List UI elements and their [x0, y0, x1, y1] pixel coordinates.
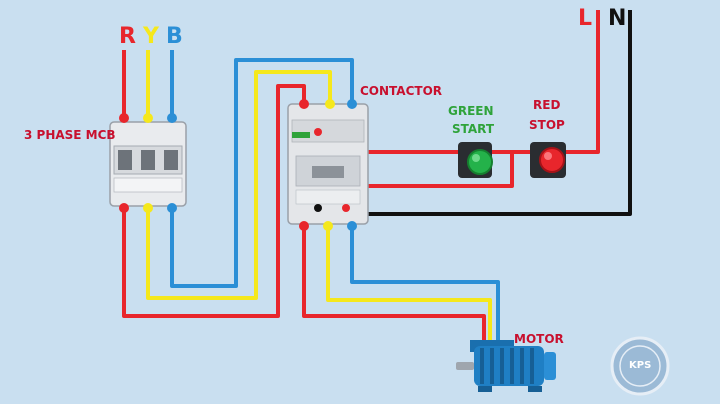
three-pole-breaker-icon: [109, 121, 187, 207]
watermark-text: KPS: [629, 360, 652, 371]
start-label-line1: GREEN: [448, 104, 494, 118]
contactor-icon: [287, 103, 369, 225]
phase-y-label: Y: [143, 24, 159, 49]
stop-label-line2: STOP: [529, 118, 565, 132]
contactor-terminals: [299, 99, 357, 231]
start-label-line2: START: [452, 122, 495, 136]
wire-r-mcb-to-contactor: [122, 84, 306, 318]
stop-label-line1: RED: [533, 98, 561, 112]
phase-r-label: R: [119, 24, 136, 49]
mcb-label: 3 PHASE MCB: [24, 128, 116, 142]
wire-r-contactor-to-motor: [302, 224, 486, 346]
motor-label: MOTOR: [514, 332, 564, 346]
wire-y-contactor-to-motor: [326, 224, 492, 346]
red-push-button-icon: [530, 142, 566, 178]
green-push-button-icon: [458, 142, 493, 178]
logo-watermark: [610, 336, 670, 396]
line-l-label: L: [578, 6, 593, 31]
wire-control-l-to-stop: [566, 10, 600, 154]
line-n-label: N: [608, 6, 627, 31]
contactor-label: CONTACTOR: [360, 84, 443, 98]
wire-b-contactor-to-motor: [350, 224, 500, 346]
wire-y-mcb-to-contactor: [146, 70, 332, 300]
wire-b-mcb-to-contactor: [170, 58, 354, 288]
electric-motor-icon: [456, 340, 556, 392]
mcb-terminals: [119, 113, 177, 213]
phase-b-label: B: [166, 24, 183, 49]
